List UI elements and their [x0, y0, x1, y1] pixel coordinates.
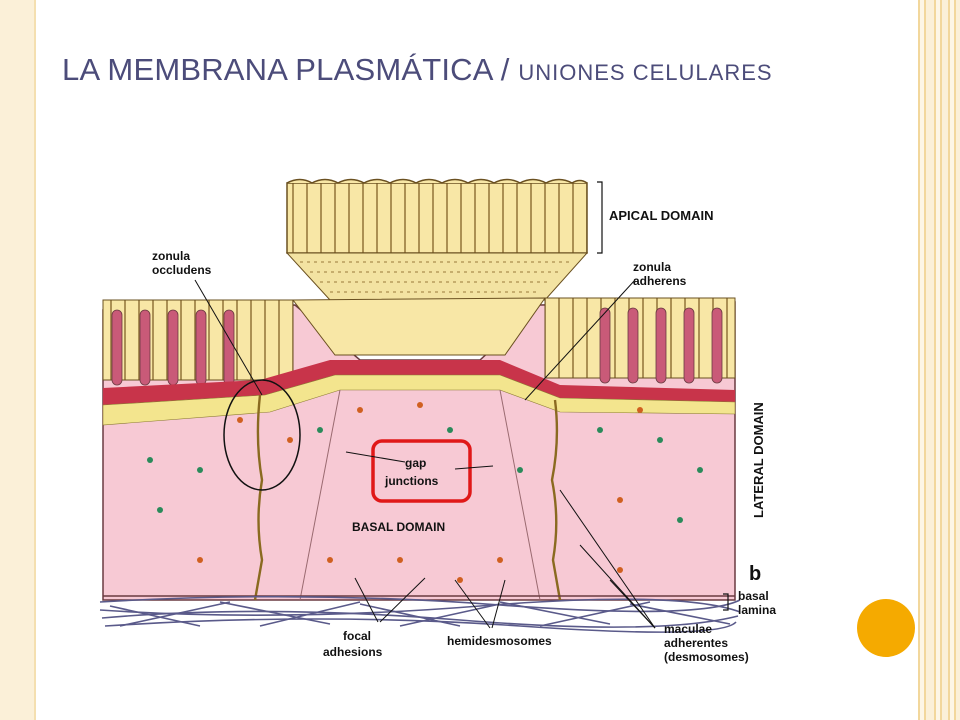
title-subtitle: UNIONES CELULARES [518, 60, 773, 85]
zonula-occludens-highlight [223, 379, 301, 491]
label-gap-2: junctions [384, 474, 439, 488]
left-border-decoration [0, 0, 36, 720]
label-panel-letter: b [749, 563, 761, 585]
label-focal-2: adhesions [323, 645, 383, 659]
lamina-bracket [723, 593, 729, 611]
junction-particles [147, 402, 703, 583]
label-zonula-adherens-2: adherens [633, 274, 687, 288]
gap-junctions-highlight-box [371, 439, 472, 503]
leader-lines [194, 279, 656, 629]
label-basal-lamina-1: basal [738, 589, 769, 603]
title-main: LA MEMBRANA PLASMÁTICA / [62, 52, 519, 87]
border-stripe [948, 0, 956, 720]
apical-microvilli-block [285, 178, 589, 301]
basal-lamina-fibers [99, 595, 741, 633]
label-zonula-occludens-1: zonula [152, 249, 190, 263]
label-zonula-adherens-1: zonula [633, 260, 671, 274]
border-stripe [918, 0, 926, 720]
label-hemidesmosomes: hemidesmosomes [447, 634, 552, 648]
label-maculae-2: adherentes [664, 636, 728, 650]
label-gap-1: gap [405, 456, 426, 470]
label-basal-domain: BASAL DOMAIN [352, 520, 445, 534]
slide-title: LA MEMBRANA PLASMÁTICA / UNIONES CELULAR… [62, 52, 773, 88]
label-lateral-domain: LATERAL DOMAIN [751, 402, 766, 518]
label-basal-lamina-2: lamina [738, 603, 776, 617]
label-zonula-occludens-2: occludens [152, 263, 212, 277]
label-focal-1: focal [343, 629, 371, 643]
border-stripe [934, 0, 942, 720]
label-apical-domain: APICAL DOMAIN [609, 208, 713, 223]
label-maculae-3: (desmosomes) [664, 650, 749, 664]
epithelium-body [102, 297, 736, 601]
accent-circle [857, 599, 915, 657]
right-border-decoration [918, 0, 960, 720]
apical-bracket [597, 181, 603, 254]
label-maculae-1: maculae [664, 622, 712, 636]
